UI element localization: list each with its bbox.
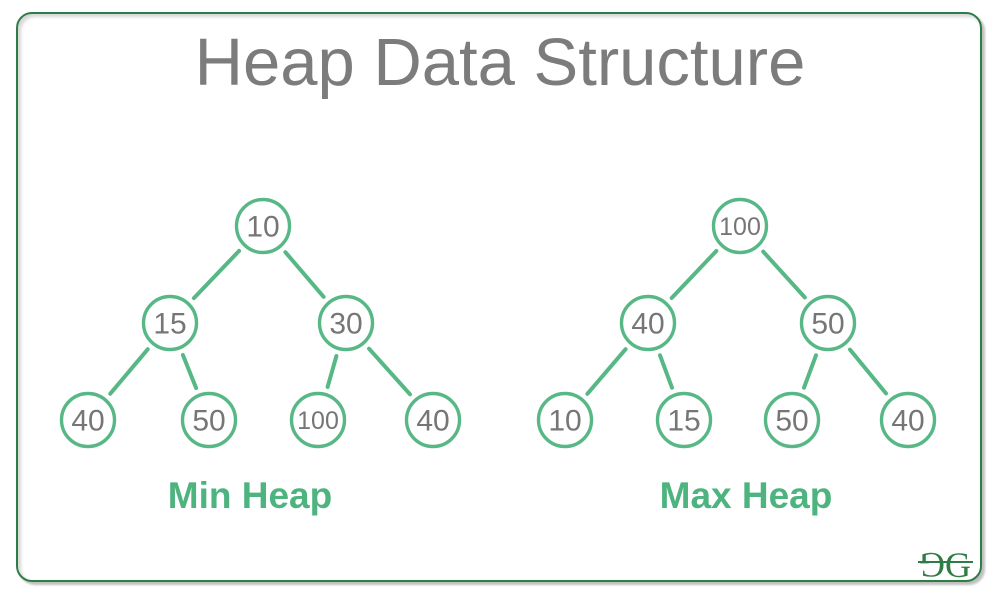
geeksforgeeks-logo: GG xyxy=(917,545,973,585)
page-title: Heap Data Structure xyxy=(194,25,806,100)
logo-reversed-g-glyph: G xyxy=(920,545,945,585)
max-heap-label: Max Heap xyxy=(659,475,833,516)
logo-strike-line xyxy=(917,560,973,564)
min-heap-label: Min Heap xyxy=(167,475,333,516)
logo-g-glyph: G xyxy=(945,545,971,585)
